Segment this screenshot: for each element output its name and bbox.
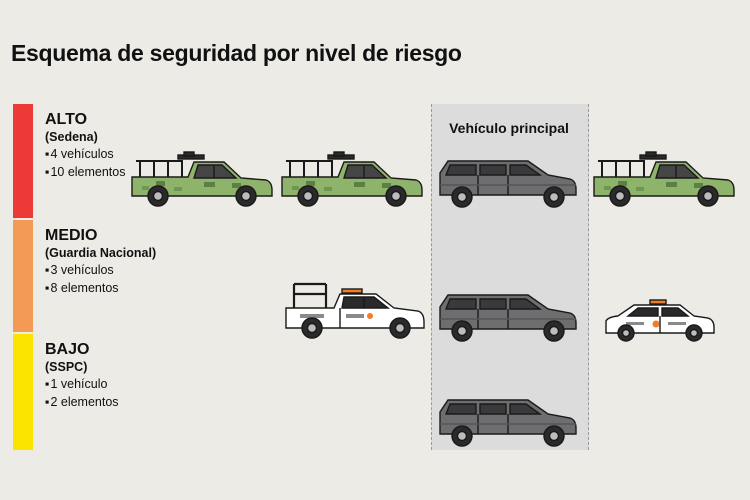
level-org: (Sedena) — [45, 130, 98, 144]
level-vehicles: 3 vehículos — [45, 261, 156, 279]
level-elements: 10 elementos — [45, 163, 125, 181]
level-low: BAJO (SSPC) 1 vehículo 2 elementos — [45, 341, 119, 411]
police-truck-icon — [285, 282, 425, 339]
level-org: (SSPC) — [45, 360, 88, 374]
level-vehicles: 4 vehículos — [45, 145, 126, 163]
army-truck-icon — [281, 151, 423, 207]
level-vehicles: 1 vehículo — [45, 375, 119, 393]
suv-icon — [439, 399, 577, 447]
level-name: BAJO — [45, 341, 90, 358]
level-name: MEDIO — [45, 227, 98, 244]
police-car-icon — [605, 299, 715, 342]
level-org: (Guardia Nacional) — [45, 246, 157, 260]
level-medium: MEDIO (Guardia Nacional) 3 vehículos 8 e… — [45, 227, 156, 297]
page-title: Esquema de seguridad por nivel de riesgo — [11, 40, 462, 66]
risk-bar-high — [13, 104, 33, 218]
suv-icon — [439, 294, 577, 342]
level-high: ALTO (Sedena) 4 vehículos 10 elementos — [45, 111, 126, 181]
army-truck-icon — [593, 151, 735, 207]
main-vehicle-title: Vehículo principal — [449, 120, 569, 136]
army-truck-icon — [131, 151, 273, 207]
risk-bar-low — [13, 334, 33, 450]
suv-icon — [439, 160, 577, 208]
level-name: ALTO — [45, 111, 88, 128]
risk-bar-medium — [13, 220, 33, 332]
level-elements: 8 elementos — [45, 279, 156, 297]
level-elements: 2 elementos — [45, 393, 118, 411]
